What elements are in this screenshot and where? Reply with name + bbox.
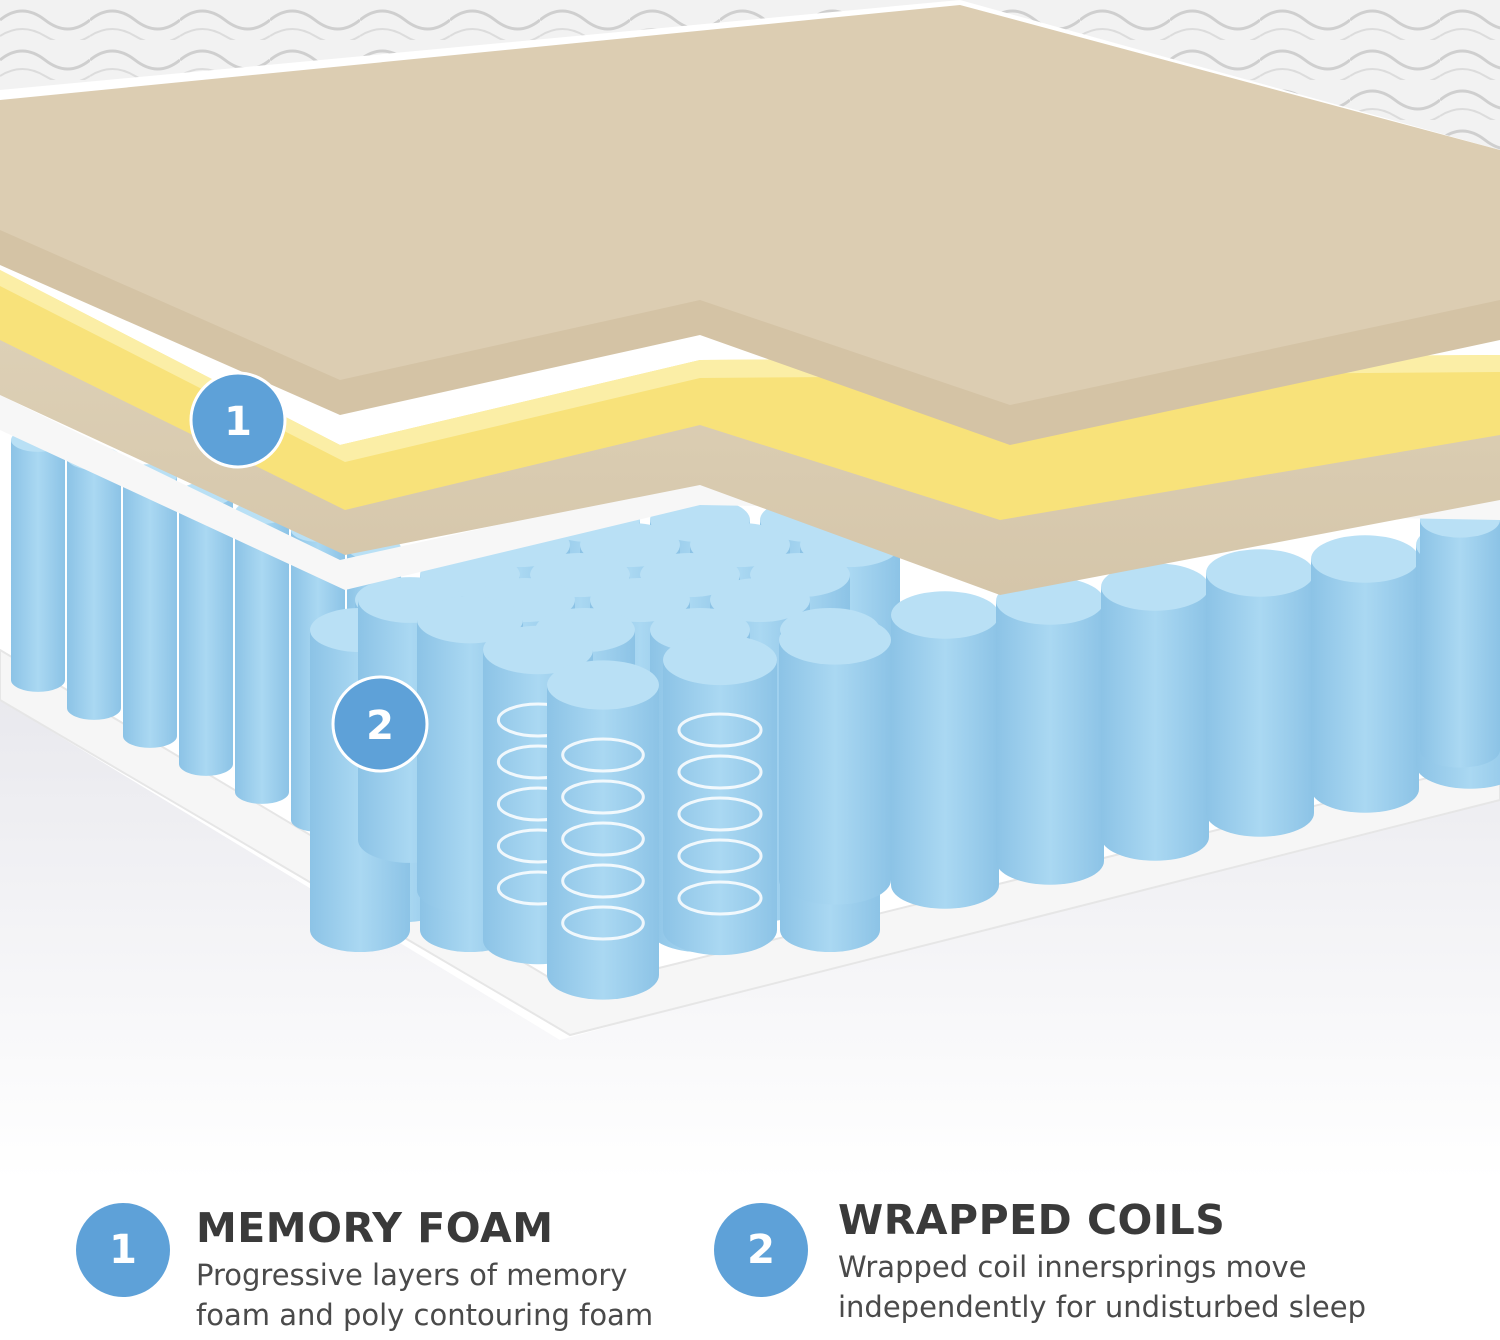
legend-desc-line: independently for undisturbed sleep [838, 1290, 1366, 1324]
pocket-coil [1206, 549, 1314, 837]
marker-2: 2 [331, 675, 429, 773]
marker-2-number: 2 [366, 703, 394, 749]
legend-badge-1: 1 [76, 1203, 170, 1297]
comfort-foam-edge [0, 230, 1500, 445]
legend-title-wrapped-coils: WRAPPED COILS [838, 1196, 1226, 1244]
legend-desc-line: foam and poly contouring foam [196, 1298, 654, 1332]
pocket-coil [779, 615, 891, 905]
spring-coil [561, 737, 645, 941]
coil-grid [11, 428, 1500, 1000]
legend-title-memory-foam: MEMORY FOAM [196, 1204, 554, 1252]
quilted-cover [0, 0, 1500, 150]
pocket-coil [663, 634, 777, 956]
legend-badge-2: 2 [714, 1203, 808, 1297]
pocket-coil [891, 591, 999, 909]
spring-coil [677, 712, 763, 916]
legend-desc-line: Wrapped coil innersprings move [838, 1250, 1307, 1284]
pocket-coil [1420, 502, 1500, 768]
transition-foam-layer [0, 335, 1500, 595]
pocket-coil [547, 660, 659, 1000]
pocket-coil [1311, 535, 1419, 813]
memory-foam-layer [0, 270, 1500, 520]
comfort-foam-top [0, 5, 1500, 440]
pocket-coil [67, 446, 121, 720]
pocket-coil [996, 577, 1104, 885]
pocket-coil [1101, 563, 1209, 861]
marker-1-number: 1 [224, 399, 252, 445]
legend-desc-line: Progressive layers of memory [196, 1258, 628, 1292]
pocket-coil [11, 428, 65, 692]
marker-1: 1 [189, 371, 287, 469]
